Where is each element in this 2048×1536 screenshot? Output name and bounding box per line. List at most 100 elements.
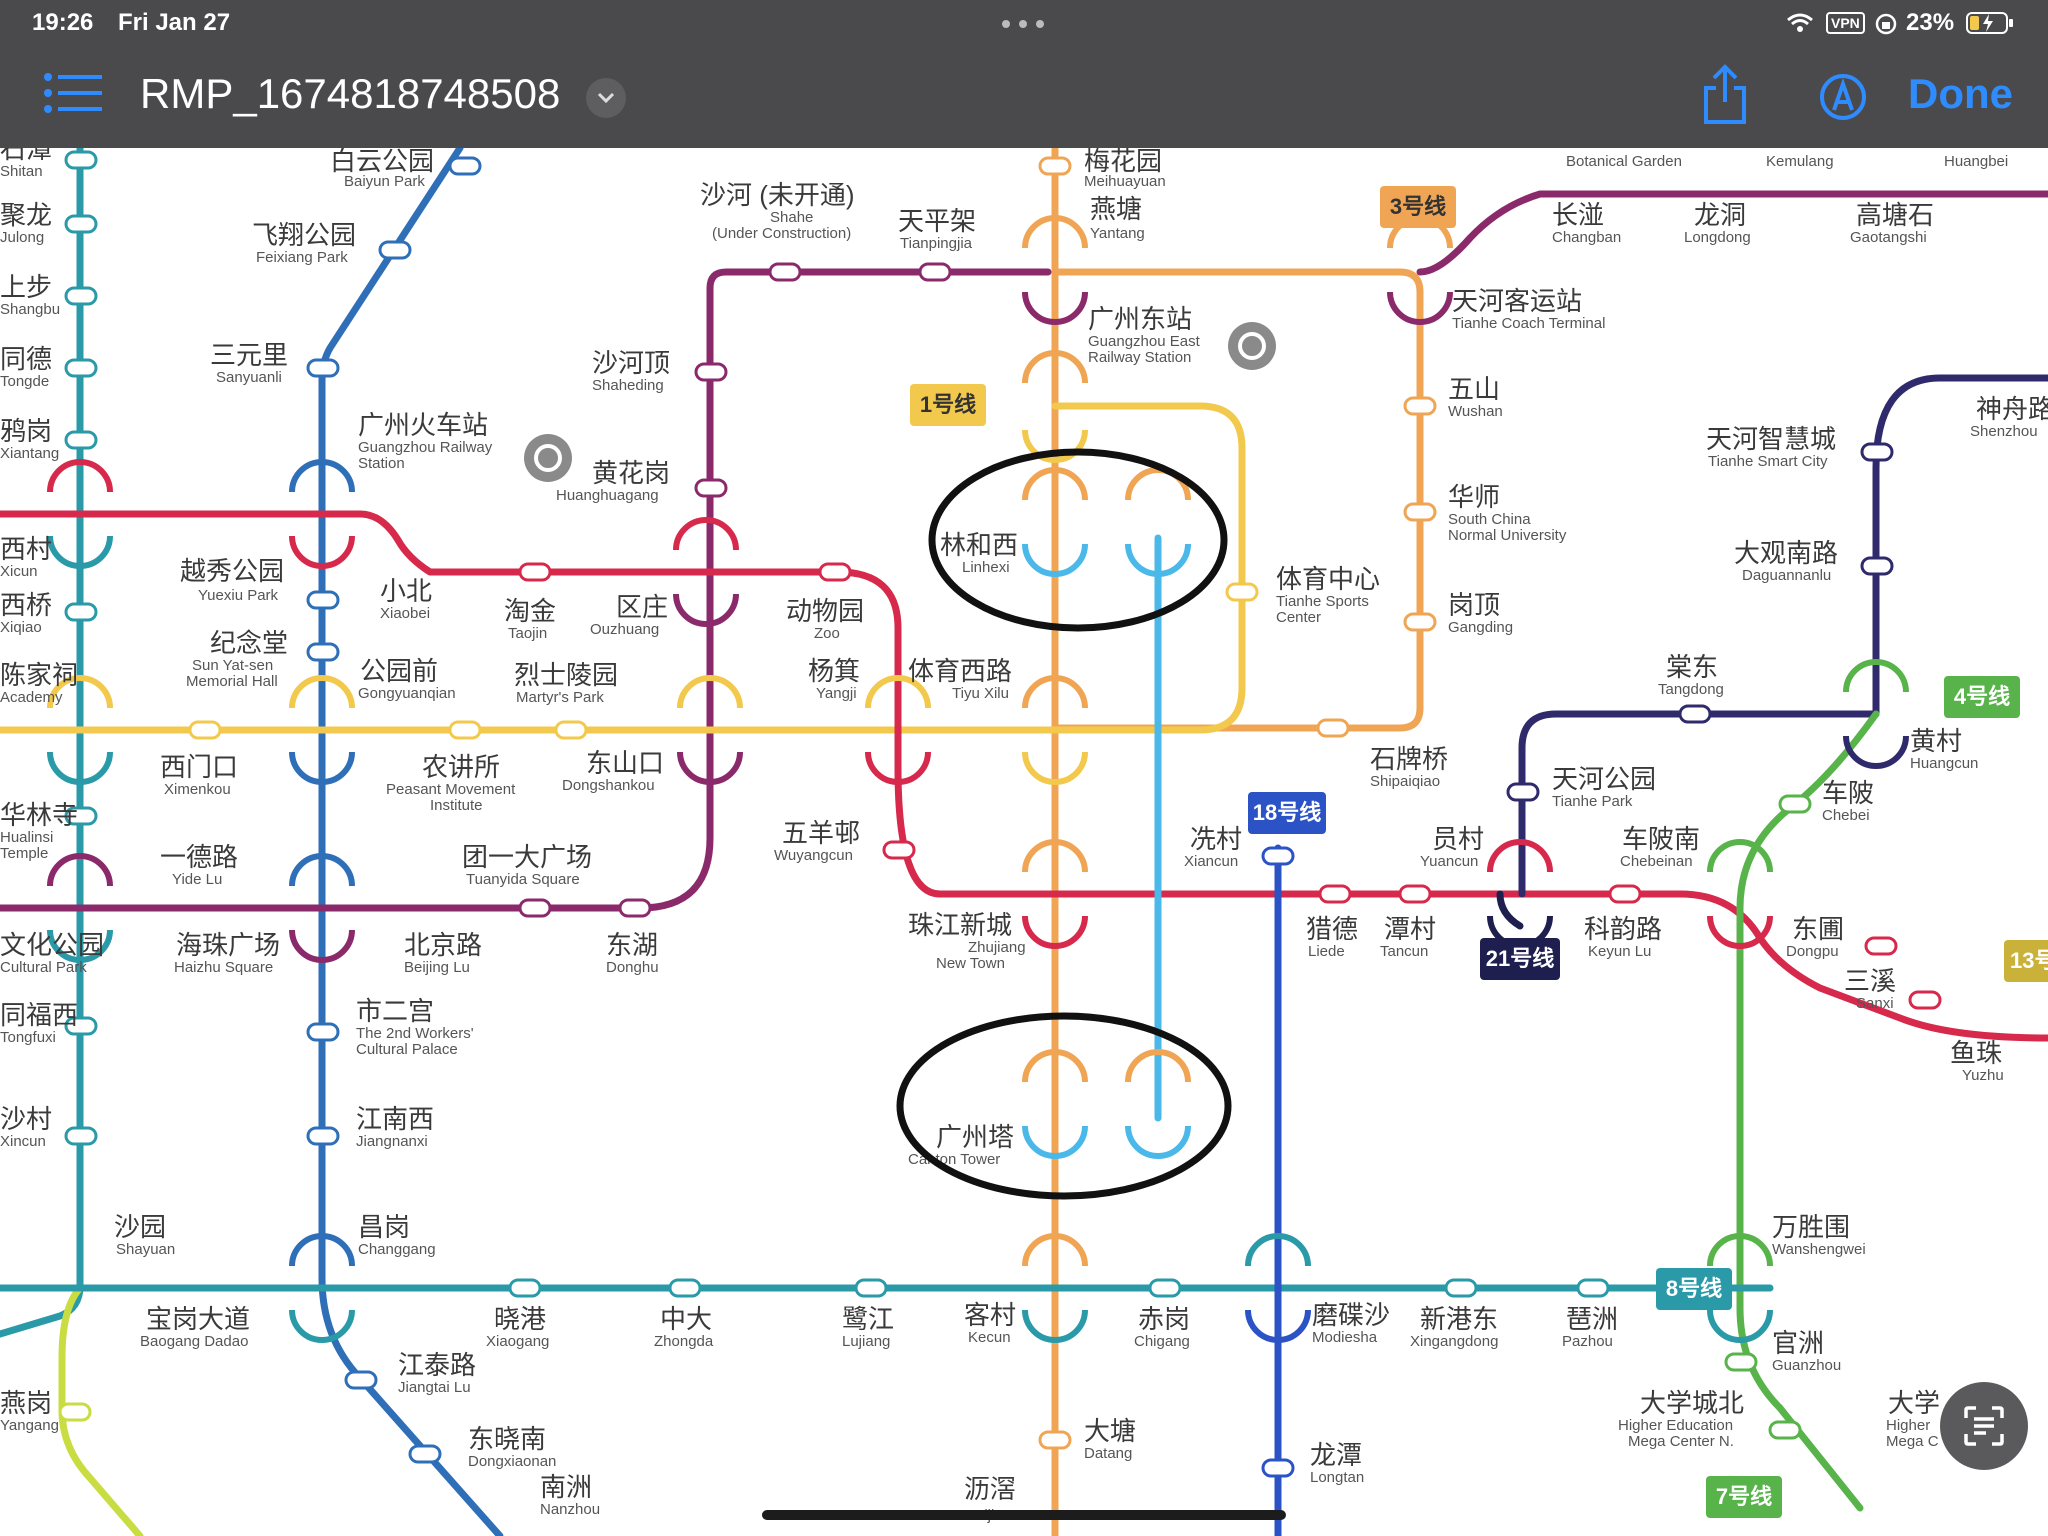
station-label: Chebeinan xyxy=(1620,853,1693,870)
station-label: Meihuayuan xyxy=(1084,173,1166,190)
station-label: 琶洲 xyxy=(1566,1304,1618,1334)
station-label: 华师 xyxy=(1448,482,1500,512)
station-label: 沥滘 xyxy=(964,1474,1016,1504)
station-label: Ximenkou xyxy=(164,781,231,798)
station-label: Xiantang xyxy=(0,445,59,462)
station-marker xyxy=(188,720,222,740)
station-label: Martyr's Park xyxy=(516,689,604,706)
station-label: Lujiang xyxy=(842,1333,890,1350)
station-marker xyxy=(344,1370,378,1390)
live-text-button[interactable] xyxy=(1940,1382,2028,1470)
station-label: 黄花岗 xyxy=(592,458,670,488)
station-label: Guanzhou xyxy=(1772,1357,1841,1374)
station-label: Huangbei xyxy=(1944,153,2008,170)
station-label: Shaheding xyxy=(592,377,664,394)
station-label: 客村 xyxy=(964,1300,1016,1330)
line-badge-1: 1号线 xyxy=(910,384,986,426)
line-badge-3: 3号线 xyxy=(1380,186,1456,228)
station-marker xyxy=(1908,990,1942,1010)
station-marker xyxy=(918,262,952,282)
more-dots-icon[interactable] xyxy=(1000,18,1048,30)
station-marker xyxy=(1724,1352,1758,1372)
line-badge-1-label: 1号线 xyxy=(920,392,976,417)
station-label: Longdong xyxy=(1684,229,1751,246)
station-label: Normal University xyxy=(1448,527,1567,544)
document-title: RMP_1674818748508 xyxy=(140,70,561,117)
line-1-track xyxy=(0,402,1246,734)
station-marker xyxy=(508,1278,542,1298)
station-label: Zhongda xyxy=(654,1333,714,1350)
station-label: The 2nd Workers' xyxy=(356,1025,474,1042)
line-badge-7: 7号线 xyxy=(1706,1476,1782,1518)
station-label: Xingangdong xyxy=(1410,1333,1498,1350)
station-label: Wushan xyxy=(1448,403,1503,420)
station-marker xyxy=(1318,884,1352,904)
station-label: Hualinsi xyxy=(0,829,53,846)
station-label: Wanshengwei xyxy=(1772,1241,1866,1258)
home-indicator[interactable] xyxy=(762,1510,1286,1520)
station-marker xyxy=(1678,704,1712,724)
done-button[interactable]: Done xyxy=(1908,70,2013,117)
station-label: Xiancun xyxy=(1184,853,1238,870)
station-label: 天平架 xyxy=(898,206,976,236)
station-label: 鱼珠 xyxy=(1950,1038,2002,1068)
station-label: Mega Center N. xyxy=(1628,1433,1734,1450)
station-label: 华林寺 xyxy=(0,800,78,830)
railway-station-icon xyxy=(1228,322,1276,370)
station-label: Shahe xyxy=(770,209,813,226)
station-marker xyxy=(306,1126,340,1146)
station-label: Modiesha xyxy=(1312,1329,1378,1346)
station-label: 大观南路 xyxy=(1734,538,1838,568)
markup-pen-icon[interactable] xyxy=(1818,72,1868,122)
station-marker xyxy=(64,286,98,306)
station-label: 越秀公园 xyxy=(180,556,284,586)
station-label: 动物园 xyxy=(786,596,864,626)
station-marker xyxy=(1860,556,1894,576)
highlight-ellipse-canton-tower xyxy=(896,1012,1232,1200)
metro-map[interactable]: 1号线 3号线 4号线 18号线 21号线 8号线 7号线 13号 白云公园 B… xyxy=(0,148,2048,1536)
station-marker xyxy=(64,1016,98,1036)
station-marker xyxy=(64,806,98,826)
battery-icon xyxy=(1966,12,2013,34)
station-label: Gongyuanqian xyxy=(358,685,456,702)
station-label: 东山口 xyxy=(586,748,664,778)
station-label: 纪念堂 xyxy=(210,628,288,658)
station-label: Baiyun Park xyxy=(344,173,425,190)
station-label: 西村 xyxy=(0,534,52,564)
station-label: (Under Construction) xyxy=(712,225,851,242)
station-label: Tuanyida Square xyxy=(466,871,580,888)
station-label: 五山 xyxy=(1448,374,1500,404)
station-label: Station xyxy=(358,455,405,472)
status-time: 19:26 xyxy=(32,9,94,36)
station-label: 中大 xyxy=(660,1304,712,1334)
line-badge-13: 13号 xyxy=(2004,940,2048,982)
station-label: Academy xyxy=(0,689,63,706)
station-marker xyxy=(64,214,98,234)
station-label: 磨碟沙 xyxy=(1312,1300,1390,1330)
station-label: 杨箕 xyxy=(808,656,860,686)
station-label: 宝岗大道 xyxy=(146,1304,250,1334)
title-chevron-down-icon[interactable] xyxy=(586,78,626,118)
station-label: 林和西 xyxy=(940,530,1018,560)
station-label: 一德路 xyxy=(160,842,238,872)
live-text-icon xyxy=(1964,1406,2004,1446)
station-label: 东晓南 xyxy=(468,1424,546,1454)
list-icon[interactable] xyxy=(44,72,102,114)
station-label: 高塘石 xyxy=(1856,200,1934,230)
station-marker xyxy=(58,1402,92,1422)
station-label: Tianhe Coach Terminal xyxy=(1452,315,1605,332)
station-label: Tancun xyxy=(1380,943,1428,960)
station-label: 南洲 xyxy=(540,1472,592,1502)
station-label: 五羊邨 xyxy=(782,818,860,848)
station-label: New Town xyxy=(936,955,1005,972)
station-label: 昌岗 xyxy=(358,1212,410,1242)
station-label: 江泰路 xyxy=(398,1350,476,1380)
station-label: Yangji xyxy=(816,685,857,702)
station-label: 西门口 xyxy=(160,752,238,782)
share-icon[interactable] xyxy=(1702,64,1748,126)
station-label: 科韵路 xyxy=(1584,914,1662,944)
station-marker xyxy=(554,720,588,740)
station-label: 农讲所 xyxy=(422,752,500,782)
station-label: Xicun xyxy=(0,563,38,580)
station-marker xyxy=(1608,884,1642,904)
